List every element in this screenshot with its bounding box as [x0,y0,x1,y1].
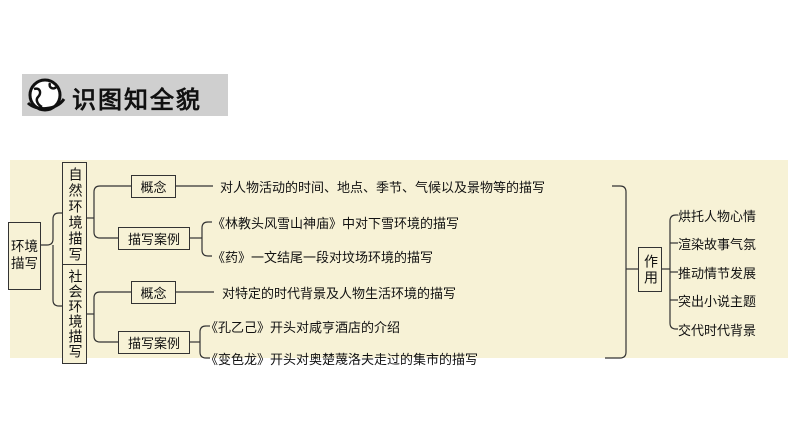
natural-case-2: 《药》一文结尾一段对坟场环境的描写 [212,251,434,266]
social-case-2: 《变色龙》开头对奥楚蔑洛夫走过的集市的描写 [205,353,479,368]
root-label: 环境描写 [11,239,38,272]
natural-node: 自然环境描写 [62,162,87,267]
globe-icon [26,78,66,112]
social-cases-label: 描写案例 [127,337,180,352]
function-item-2: 渲染故事气氛 [678,238,757,253]
social-label: 社会环境描写 [66,269,83,359]
header-title: 识图知全貌 [72,86,202,114]
function-label: 作用 [642,253,658,286]
function-item-3: 推动情节发展 [678,267,757,282]
natural-concept-label: 概念 [140,181,167,196]
function-node: 作用 [638,247,662,292]
function-item-1: 烘托人物心情 [678,210,757,225]
social-concept-node: 概念 [131,281,176,304]
natural-label: 自然环境描写 [66,166,83,263]
social-node: 社会环境描写 [62,264,87,364]
social-concept-text: 对特定的时代背景及人物生活环境的描写 [222,287,457,302]
natural-cases-node: 描写案例 [118,227,190,250]
natural-case-1: 《林教头风雪山神庙》中对下雪环境的描写 [212,217,460,232]
social-case-1: 《孔乙己》开头对咸亨酒店的介绍 [205,321,401,336]
root-node: 环境描写 [8,222,41,290]
natural-cases-label: 描写案例 [127,233,180,248]
function-item-5: 交代时代背景 [678,324,757,339]
natural-concept-text: 对人物活动的时间、地点、季节、气候以及景物等的描写 [220,181,546,196]
social-cases-node: 描写案例 [118,331,190,354]
section-header: 识图知全貌 [22,74,228,116]
social-concept-label: 概念 [140,287,167,302]
natural-concept-node: 概念 [131,175,176,198]
function-item-4: 突出小说主题 [678,295,757,310]
